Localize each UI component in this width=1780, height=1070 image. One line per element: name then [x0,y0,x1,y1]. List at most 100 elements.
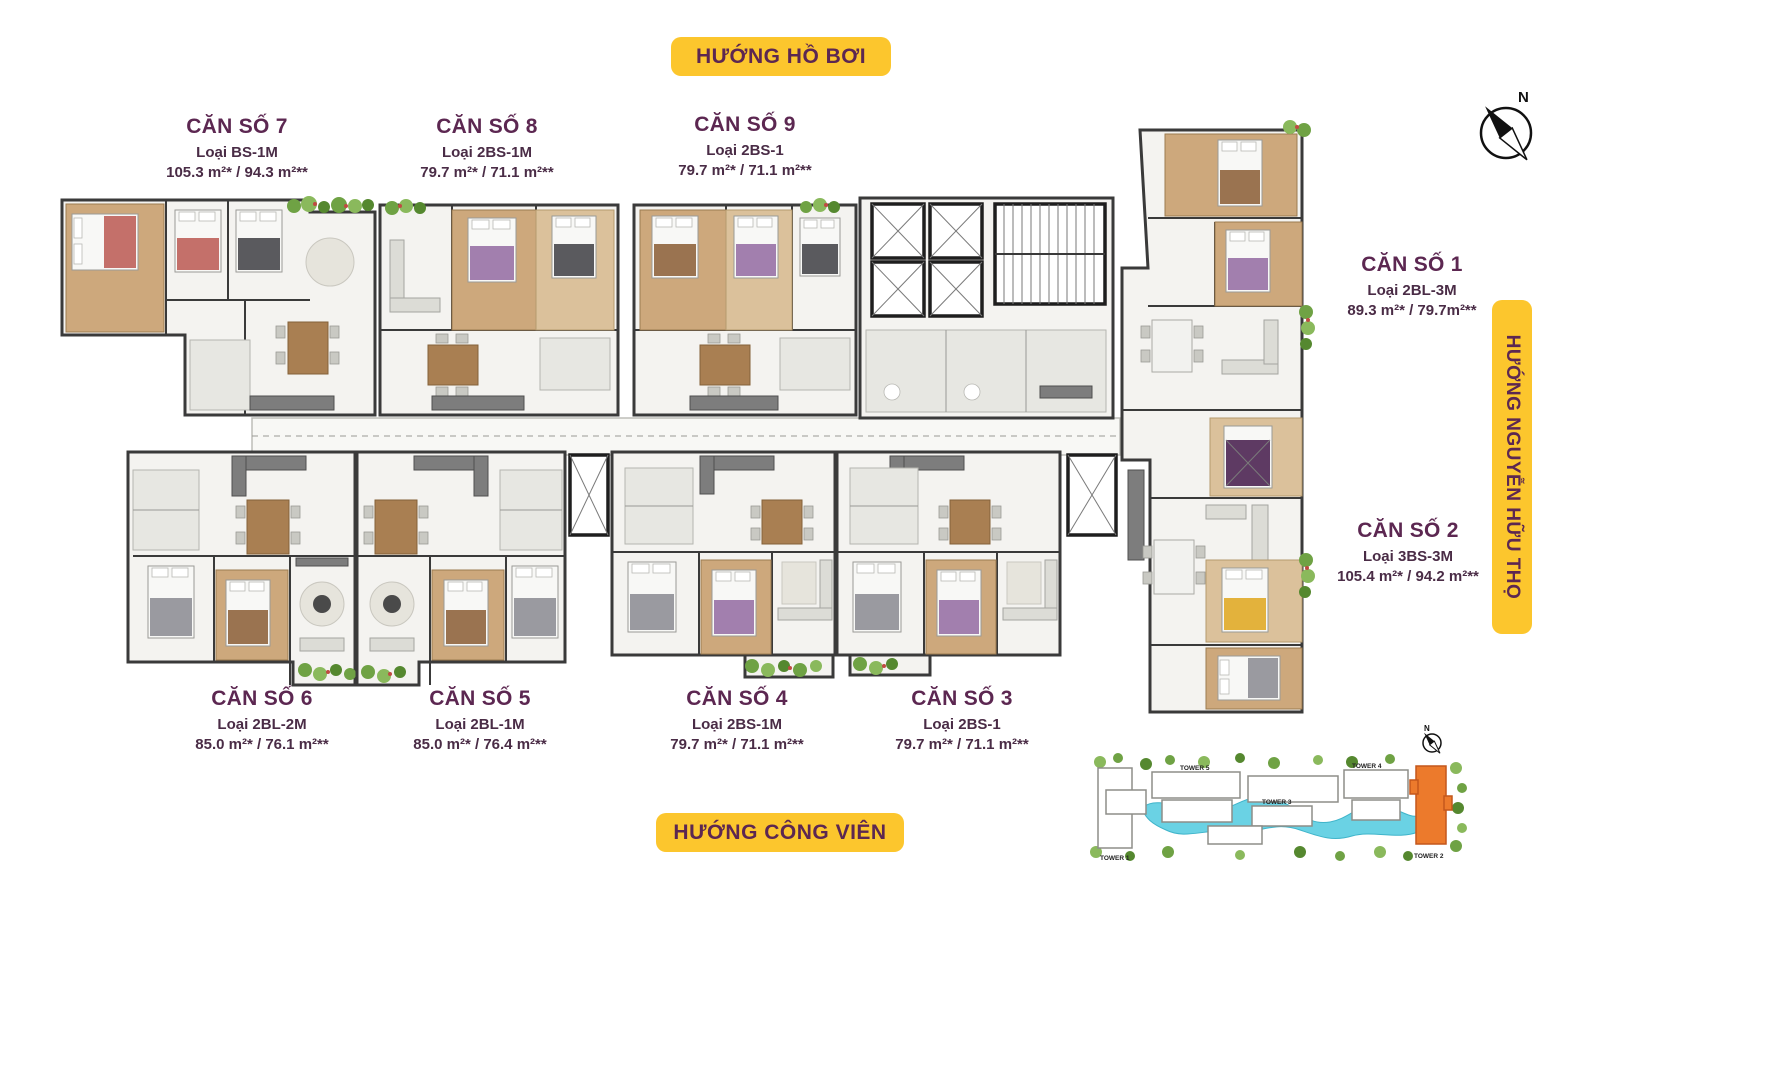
dining-table-icon [275,321,340,375]
balcony-plants [853,657,898,675]
compass-n-label: N [1518,89,1529,106]
kitchen-counter [249,395,335,411]
dining-table-icon [1142,539,1206,595]
service-rooms [865,329,1107,413]
unit-label-5: CĂN SỐ 5 Loại 2BL-1M 85.0 m²* / 76.4 m²*… [375,686,585,754]
compass-icon: N [1479,89,1533,161]
balcony-plants [1283,120,1315,598]
unit-name: CĂN SỐ 7 [186,115,288,138]
bed-icon [799,217,841,277]
bed-icon [174,209,222,273]
direction-badge-park: HƯỚNG CÔNG VIÊN [656,813,904,852]
unit-type: Loại 2BS-1 [923,715,1001,733]
tower-label: TOWER 5 [1180,765,1210,772]
bed-icon [1225,229,1271,293]
bed-icon [1217,139,1263,207]
unit-name: CĂN SỐ 3 [911,687,1013,710]
unit-label-3: CĂN SỐ 3 Loại 2BS-1 79.7 m²* / 71.1 m²** [857,686,1067,754]
dining-table-icon [699,333,751,397]
unit-label-6: CĂN SỐ 6 Loại 2BL-2M 85.0 m²* / 76.1 m²*… [157,686,367,754]
unit-type: Loại 2BL-3M [1367,281,1457,299]
unit-name: CĂN SỐ 8 [436,115,538,138]
unit-label-7: CĂN SỐ 7 Loại BS-1M 105.3 m²* / 94.3 m²*… [132,114,342,182]
site-plan: TOWER 5 TOWER 3 TOWER 4 TOWER 1 TOWER 2 … [1090,724,1467,862]
unit-name: CĂN SỐ 9 [694,113,796,136]
unit5-plan [355,450,567,687]
sofa-icon [777,559,833,621]
direction-badge-pool: HƯỚNG HỒ BƠI [671,37,891,76]
unit-area: 79.7 m²* / 71.1 m²** [670,735,804,753]
bed-icon [1205,559,1303,643]
kitchen-counter [1127,469,1145,561]
tower-label: TOWER 1 [1100,855,1130,862]
unit-name: CĂN SỐ 4 [686,687,788,710]
unit-area: 79.7 m²* / 71.1 m²** [678,161,812,179]
unit-name: CĂN SỐ 2 [1357,519,1459,542]
bed-icon [627,561,677,633]
corridor [251,417,1121,456]
balcony-plants [298,663,356,681]
unit-area: 85.0 m²* / 76.1 m²** [195,735,329,753]
dining-table-icon [427,333,479,397]
site-compass-icon: N [1422,724,1442,754]
core-plan [858,196,1115,420]
bed-icon [215,569,289,661]
unit-label-8: CĂN SỐ 8 Loại 2BS-1M 79.7 m²* / 71.1 m²*… [382,114,592,182]
balcony-plants [385,199,426,215]
shaft-right [1066,453,1118,537]
unit6-plan [126,450,357,687]
dining-table-icon [363,499,429,555]
sofa-icon [1002,559,1058,621]
balcony-plants [745,659,822,677]
bed-icon [700,559,772,655]
kitchen-counter [699,455,775,495]
bed-icon [431,569,505,661]
bed-icon [511,565,559,639]
unit9-plan [632,198,858,417]
kitchen-counter [231,455,307,497]
unit-label-9: CĂN SỐ 9 Loại 2BS-1 79.7 m²* / 71.1 m²** [640,112,850,180]
unit-area: 89.3 m²* / 79.7m²** [1347,301,1477,319]
sofa-icon [389,239,441,313]
bed-icon [467,217,517,283]
bathroom-tile [779,337,851,391]
unit-area: 79.7 m²* / 71.1 m²** [895,735,1029,753]
tower-label: TOWER 3 [1262,799,1292,806]
stairwell [993,202,1107,306]
bed-icon [852,561,902,633]
site-compass-n-label: N [1424,724,1430,733]
kitchen-counter [689,395,779,411]
balcony-plants [800,198,840,213]
bed-icon [651,215,699,279]
tower-label: TOWER 2 [1414,853,1444,860]
unit1-unit2-plan [1120,120,1315,714]
bathroom-tile [539,337,611,391]
unit-area: 105.3 m²* / 94.3 m²** [166,163,308,181]
bed-icon [71,213,139,271]
site-trees [1090,753,1467,861]
bed-icon [147,565,195,639]
kitchen-counter [413,455,489,497]
kitchen-counter [431,395,525,411]
bed-icon [1209,417,1303,497]
bed-icon [235,209,283,273]
living-room [369,581,415,652]
dining-table-icon [938,499,1002,545]
unit-label-1: CĂN SỐ 1 Loại 2BL-3M 89.3 m²* / 79.7m²** [1307,252,1517,320]
unit-type: Loại BS-1M [196,143,278,161]
dining-table-icon [1140,319,1204,373]
unit-type: Loại 2BS-1M [441,143,532,161]
shaft-left [568,453,610,537]
unit-type: Loại 2BS-1M [691,715,782,733]
unit-type: Loại 3BS-3M [1362,547,1453,565]
sofa-icon [1221,319,1279,375]
dining-table-icon [235,499,301,555]
elevator-shafts [870,202,984,318]
unit8-plan [378,199,620,417]
unit-type: Loại 2BL-1M [435,715,525,733]
balcony-plants [361,665,406,683]
dining-table-icon [750,499,814,545]
bed-icon [733,215,779,279]
unit-area: 85.0 m²* / 76.4 m²** [413,735,547,753]
